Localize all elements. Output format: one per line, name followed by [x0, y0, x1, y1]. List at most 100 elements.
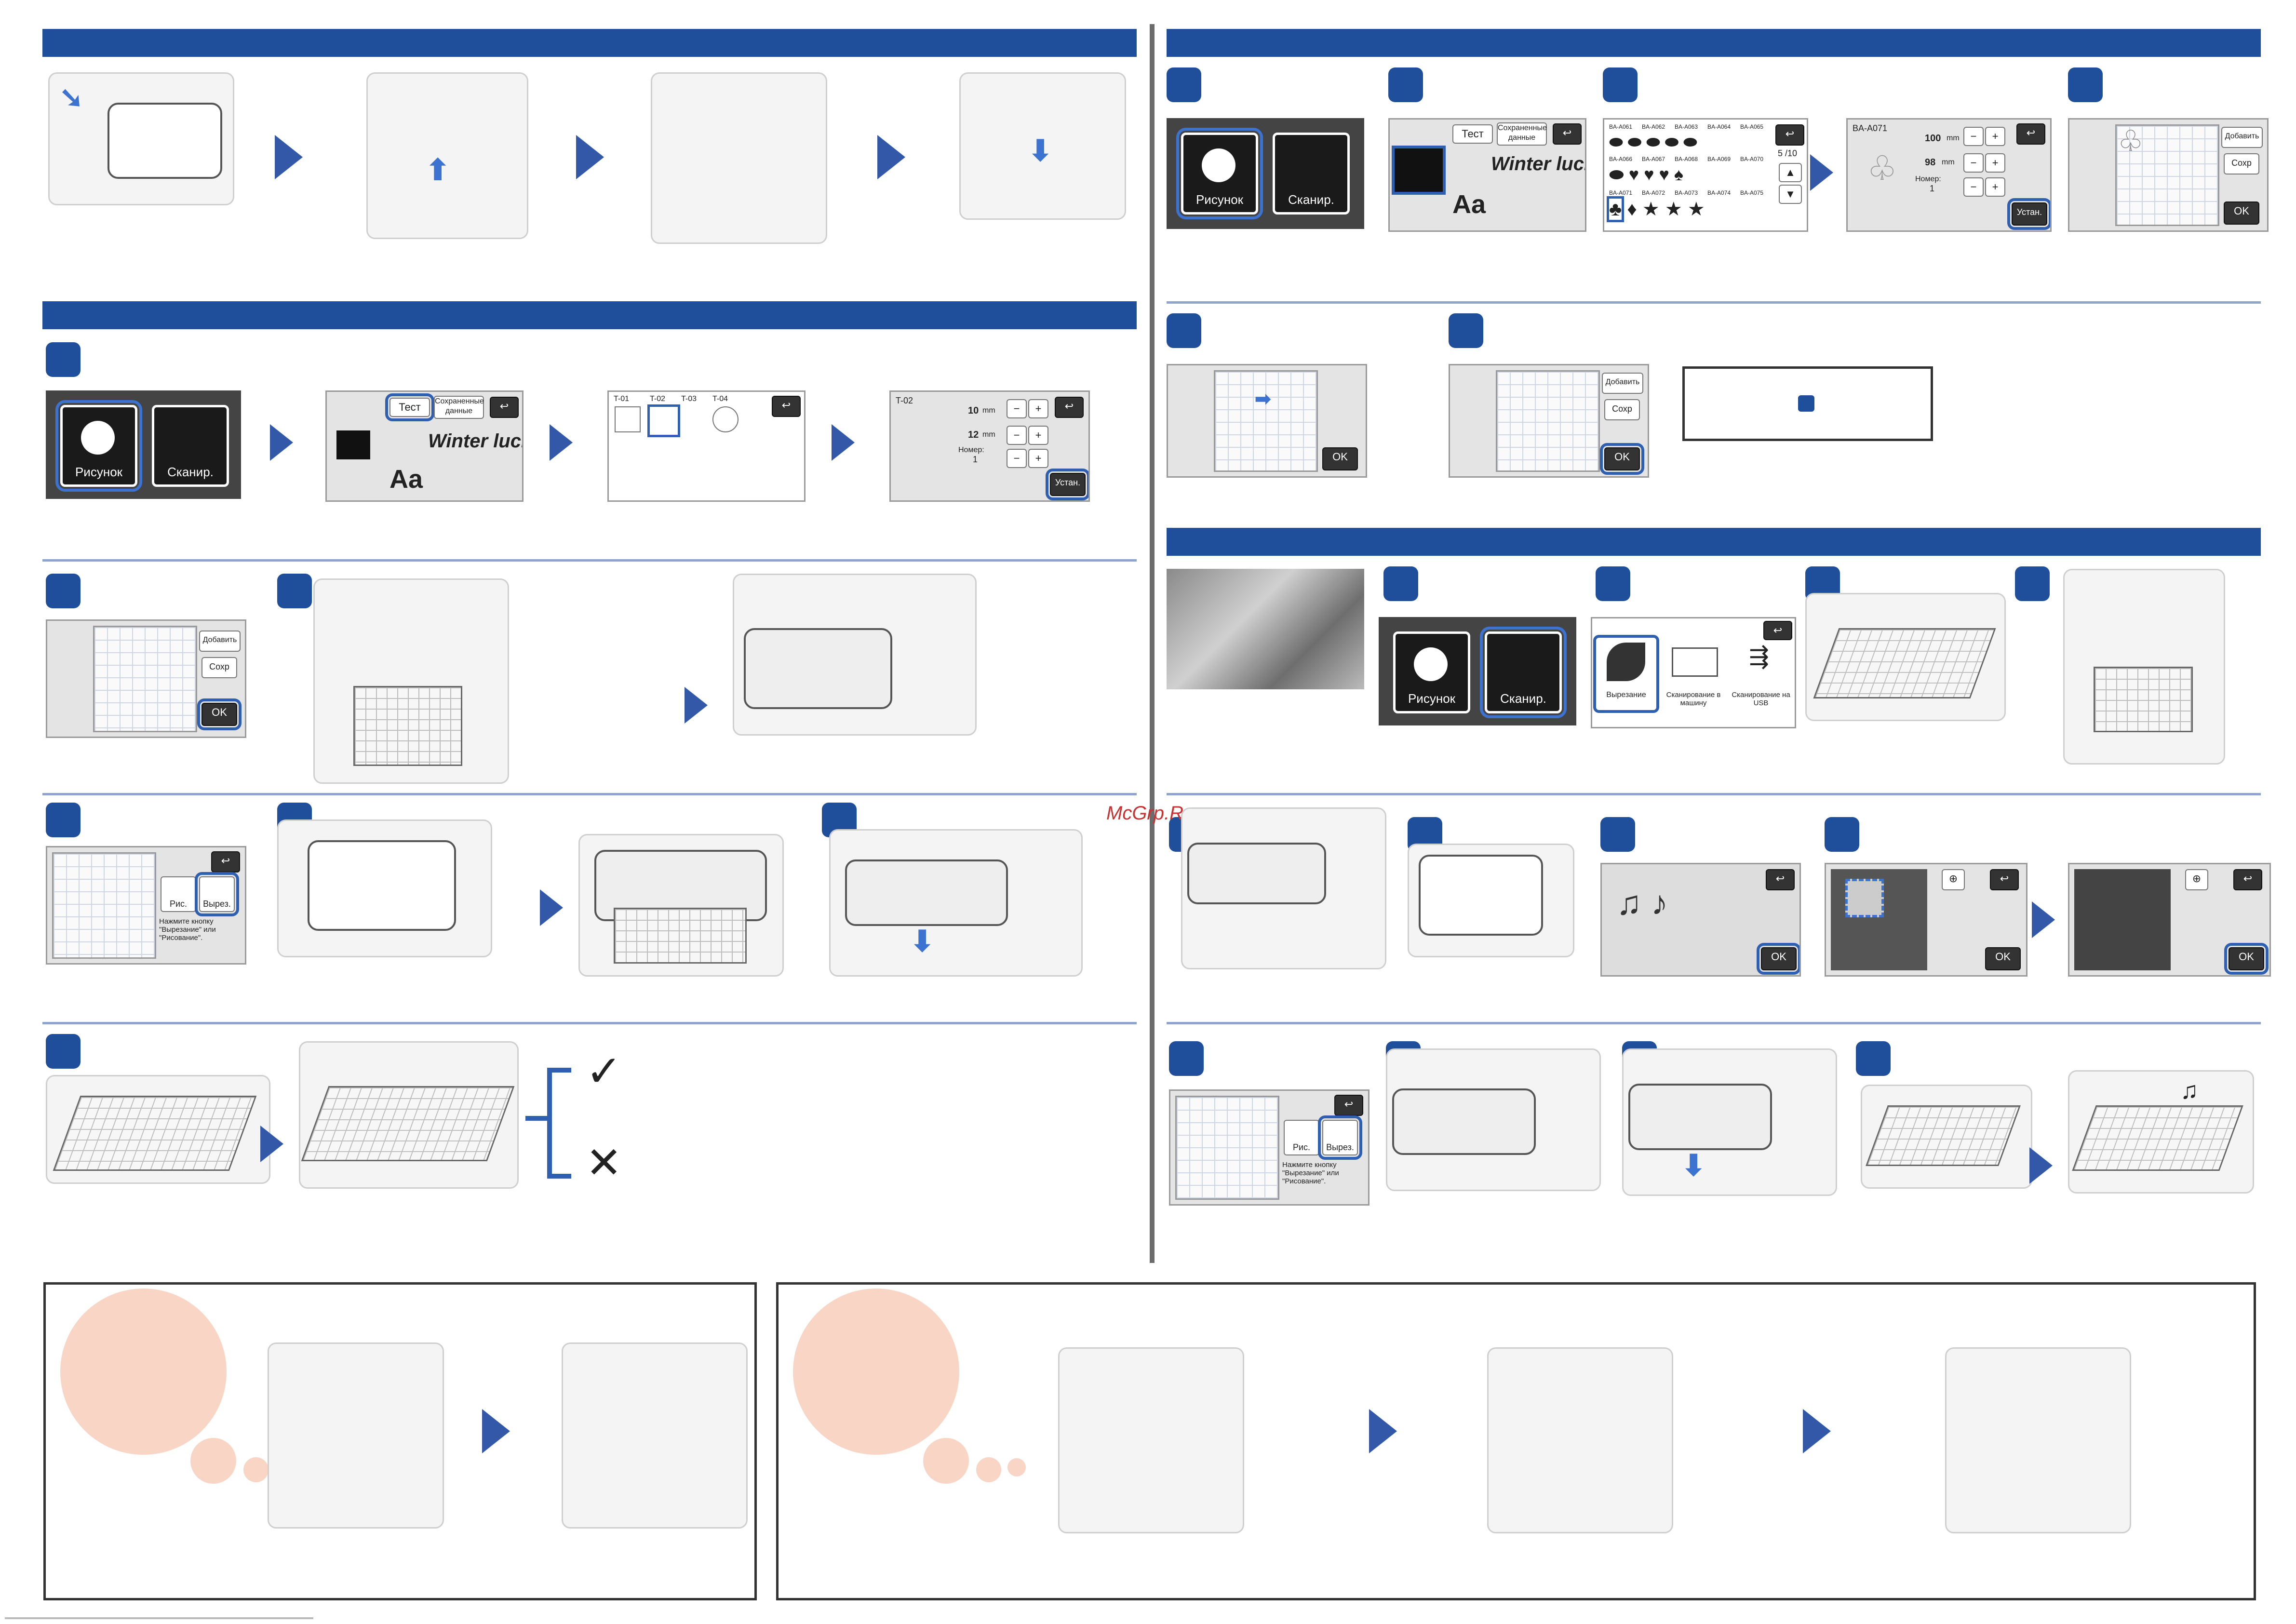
ba-code: BA-A063 — [1675, 123, 1698, 130]
decor-circle-small — [976, 1457, 1001, 1482]
pattern-tile[interactable]: Рисунок — [55, 400, 142, 492]
back-button[interactable]: ↩ — [490, 397, 519, 418]
machine — [845, 859, 1008, 926]
ba-code: BA-A068 — [1675, 156, 1698, 162]
cut-draw-screen: ↩ Рис. Вырез. Нажмите кнопку "Вырезание"… — [46, 846, 246, 965]
shape-t02-label: T-02 — [650, 395, 666, 403]
minus-button[interactable]: − — [1963, 177, 1984, 197]
scan-tile[interactable]: Сканир. — [152, 405, 229, 487]
ok-button[interactable]: OK — [1985, 947, 2021, 970]
next-arrow-icon — [1803, 1409, 1831, 1453]
minus-button[interactable]: − — [1963, 153, 1984, 173]
next-arrow-icon — [540, 889, 563, 926]
mat — [301, 1086, 515, 1161]
test-button[interactable]: Тест — [1452, 124, 1493, 144]
scan-to-machine-label: Сканирование в машину — [1666, 691, 1721, 707]
down-arrow-icon: ⬇ — [1028, 134, 1053, 167]
height-value: 12 — [968, 429, 979, 440]
cut-button[interactable]: Вырез. — [1318, 1115, 1362, 1160]
shape-t01-label: T-01 — [614, 395, 630, 403]
ok-button[interactable]: OK — [2224, 943, 2269, 975]
shapes-category-selected[interactable] — [1392, 146, 1446, 195]
pattern-tile[interactable]: Рисунок — [1176, 128, 1263, 219]
next-arrow-icon — [270, 424, 293, 461]
page-up-button[interactable]: ▲ — [1779, 163, 1802, 182]
saved-data-button[interactable]: Сохраненные данные — [1497, 122, 1547, 146]
page-down-button[interactable]: ▼ — [1779, 185, 1802, 204]
shape-triangle-selected[interactable] — [647, 404, 680, 437]
note-box — [1682, 366, 1933, 441]
minus-button[interactable]: − — [1007, 399, 1027, 418]
add-button[interactable]: Добавить — [1602, 373, 1643, 394]
back-button[interactable]: ↩ — [1553, 123, 1582, 145]
start-button-illustration — [277, 819, 492, 957]
mat-preview — [1496, 370, 1600, 472]
divider — [1167, 301, 2261, 304]
scan-to-machine-option[interactable]: Сканирование в машину — [1662, 638, 1725, 720]
cut-button[interactable]: Вырез. — [195, 872, 239, 916]
saved-data-button[interactable]: Сохраненные данные — [434, 396, 484, 419]
down-arrow-icon: ⬇ — [1681, 1149, 1706, 1181]
scan-cut-option[interactable]: Вырезание — [1593, 635, 1659, 713]
next-arrow-icon — [832, 424, 855, 461]
pattern-tile[interactable]: Рисунок — [1393, 631, 1470, 713]
draw-button[interactable]: Рис. — [161, 876, 196, 912]
zoom-in-button[interactable]: ⊕ — [1942, 869, 1965, 890]
plus-button[interactable]: + — [1985, 127, 2005, 146]
back-button[interactable]: ↩ — [1334, 1095, 1363, 1116]
plus-button[interactable]: + — [1028, 426, 1048, 445]
save-button[interactable]: Сохр — [2224, 153, 2259, 174]
back-button[interactable]: ↩ — [2233, 869, 2262, 890]
layout-confirm-screen: Добавить Сохр OK — [1449, 364, 1649, 478]
test-button[interactable]: Тест — [385, 393, 434, 421]
draw-button[interactable]: Рис. — [1284, 1120, 1319, 1155]
plus-button[interactable]: + — [1985, 177, 2005, 197]
shape-square[interactable] — [615, 406, 641, 432]
add-button[interactable]: Добавить — [2221, 127, 2263, 148]
scan-to-usb-option[interactable]: ⇶ Сканирование на USB — [1730, 638, 1792, 720]
home-screen: Рисунок Сканир. — [1167, 118, 1364, 229]
ok-button[interactable]: OK — [2224, 201, 2259, 225]
remove-shape-illustration — [299, 1041, 519, 1189]
ok-button[interactable]: OK — [197, 698, 242, 730]
shape-circle[interactable] — [712, 406, 738, 432]
ok-button[interactable]: OK — [1322, 447, 1358, 470]
music-note-icon: ♫ — [2180, 1077, 2199, 1104]
back-button[interactable]: ↩ — [211, 851, 240, 872]
back-button[interactable]: ↩ — [1763, 621, 1792, 640]
minus-button[interactable]: − — [1963, 127, 1984, 146]
minus-button[interactable]: − — [1007, 426, 1027, 445]
save-button[interactable]: Сохр — [201, 657, 237, 678]
back-button[interactable]: ↩ — [1775, 124, 1804, 146]
image-preview — [2074, 869, 2171, 970]
ba-code: BA-A064 — [1707, 123, 1731, 130]
ba-code: BA-A072 — [1642, 189, 1665, 196]
minus-button[interactable]: − — [1007, 449, 1027, 468]
plus-button[interactable]: + — [1028, 399, 1048, 418]
ok-button[interactable]: OK — [1757, 943, 1799, 975]
back-button[interactable]: ↩ — [772, 396, 801, 417]
back-button[interactable]: ↩ — [1766, 869, 1795, 890]
plus-button[interactable]: + — [1985, 153, 2005, 173]
next-arrow-icon — [550, 424, 573, 461]
set-button[interactable]: Устан. — [2007, 198, 2050, 230]
clean-tray-illustration — [1487, 1347, 1673, 1533]
maintenance-box-left — [43, 1282, 757, 1600]
scan-tile[interactable]: Сканир. — [1273, 133, 1350, 215]
zoom-in-button[interactable]: ⊕ — [2185, 869, 2208, 890]
scan-tile[interactable]: Сканир. — [1480, 627, 1567, 718]
set-button[interactable]: Устан. — [1046, 469, 1088, 500]
add-button[interactable]: Добавить — [199, 631, 241, 652]
pattern-id: BA-A071 — [1853, 123, 1888, 133]
maintenance-box-right — [776, 1282, 2256, 1600]
plus-button[interactable]: + — [1028, 449, 1048, 468]
back-button[interactable]: ↩ — [1055, 397, 1084, 418]
width-unit: mm — [1947, 134, 1960, 142]
ba-row: BA-A061 BA-A062 BA-A063 BA-A064 BA-A065 … — [1609, 123, 1764, 151]
save-button[interactable]: Сохр — [1604, 399, 1640, 420]
ba-code: BA-A071 — [1609, 189, 1633, 196]
back-button[interactable]: ↩ — [1990, 869, 2019, 890]
cutting-illustration — [578, 834, 784, 977]
back-button[interactable]: ↩ — [2016, 123, 2045, 145]
ok-button[interactable]: OK — [1600, 443, 1644, 475]
